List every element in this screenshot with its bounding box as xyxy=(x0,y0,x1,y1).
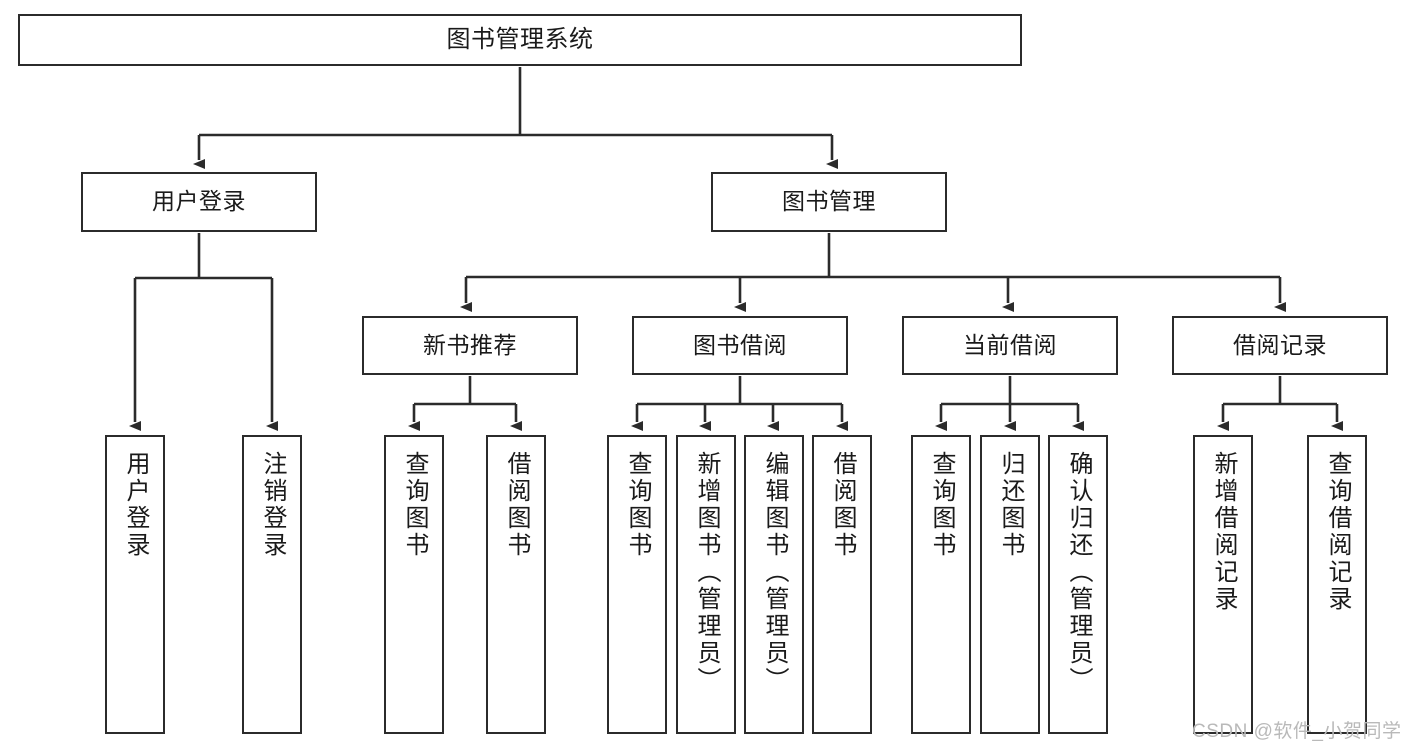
node-book-management[interactable]: 图书管理 xyxy=(711,172,947,232)
node-label: 用户登录 xyxy=(122,451,149,559)
node-label: 图书管理 xyxy=(782,188,876,215)
node-book-borrow[interactable]: 图书借阅 xyxy=(632,316,848,375)
leaf-book-borrow-query-book[interactable]: 查询图书 xyxy=(607,435,667,734)
leaf-new-book-query-book[interactable]: 查询图书 xyxy=(384,435,444,734)
node-label: 借阅记录 xyxy=(1233,331,1327,358)
node-root-library-management-system[interactable]: 图书管理系统 xyxy=(18,14,1022,66)
leaf-book-borrow-borrow-book[interactable]: 借阅图书 xyxy=(812,435,872,734)
leaf-current-borrow-return-book[interactable]: 归还图书 xyxy=(980,435,1040,734)
node-label: 归还图书 xyxy=(997,451,1024,559)
node-label: 当前借阅 xyxy=(963,331,1057,358)
leaf-borrow-record-query-record[interactable]: 查询借阅记录 xyxy=(1307,435,1367,734)
node-label: 查询图书 xyxy=(928,451,955,559)
node-label: 用户登录 xyxy=(152,188,246,215)
node-borrow-record[interactable]: 借阅记录 xyxy=(1172,316,1388,375)
node-new-book-recommend[interactable]: 新书推荐 xyxy=(362,316,578,375)
leaf-current-borrow-confirm-return-admin[interactable]: 确认归还（管理员） xyxy=(1048,435,1108,734)
leaf-new-book-borrow-book[interactable]: 借阅图书 xyxy=(486,435,546,734)
node-label: 新书推荐 xyxy=(423,331,517,358)
node-label: 注销登录 xyxy=(259,451,286,559)
leaf-user-login-logout[interactable]: 注销登录 xyxy=(242,435,302,734)
node-label: 图书借阅 xyxy=(693,331,787,358)
node-current-borrow[interactable]: 当前借阅 xyxy=(902,316,1118,375)
node-label: 新增图书（管理员） xyxy=(693,451,720,694)
leaf-book-borrow-add-book-admin[interactable]: 新增图书（管理员） xyxy=(676,435,736,734)
node-user-login[interactable]: 用户登录 xyxy=(81,172,317,232)
node-label: 查询图书 xyxy=(401,451,428,559)
node-label: 确认归还（管理员） xyxy=(1065,451,1092,694)
leaf-current-borrow-query-book[interactable]: 查询图书 xyxy=(911,435,971,734)
node-label: 编辑图书（管理员） xyxy=(761,451,788,694)
node-label: 查询图书 xyxy=(624,451,651,559)
csdn-watermark: CSDN @软件_小贺同学 xyxy=(1192,721,1402,742)
node-label: 新增借阅记录 xyxy=(1210,451,1237,613)
leaf-borrow-record-add-record[interactable]: 新增借阅记录 xyxy=(1193,435,1253,734)
node-label: 借阅图书 xyxy=(829,451,856,559)
node-label: 借阅图书 xyxy=(503,451,530,559)
node-label: 查询借阅记录 xyxy=(1324,451,1351,613)
leaf-user-login-login[interactable]: 用户登录 xyxy=(105,435,165,734)
node-label: 图书管理系统 xyxy=(446,25,594,53)
leaf-book-borrow-edit-book-admin[interactable]: 编辑图书（管理员） xyxy=(744,435,804,734)
